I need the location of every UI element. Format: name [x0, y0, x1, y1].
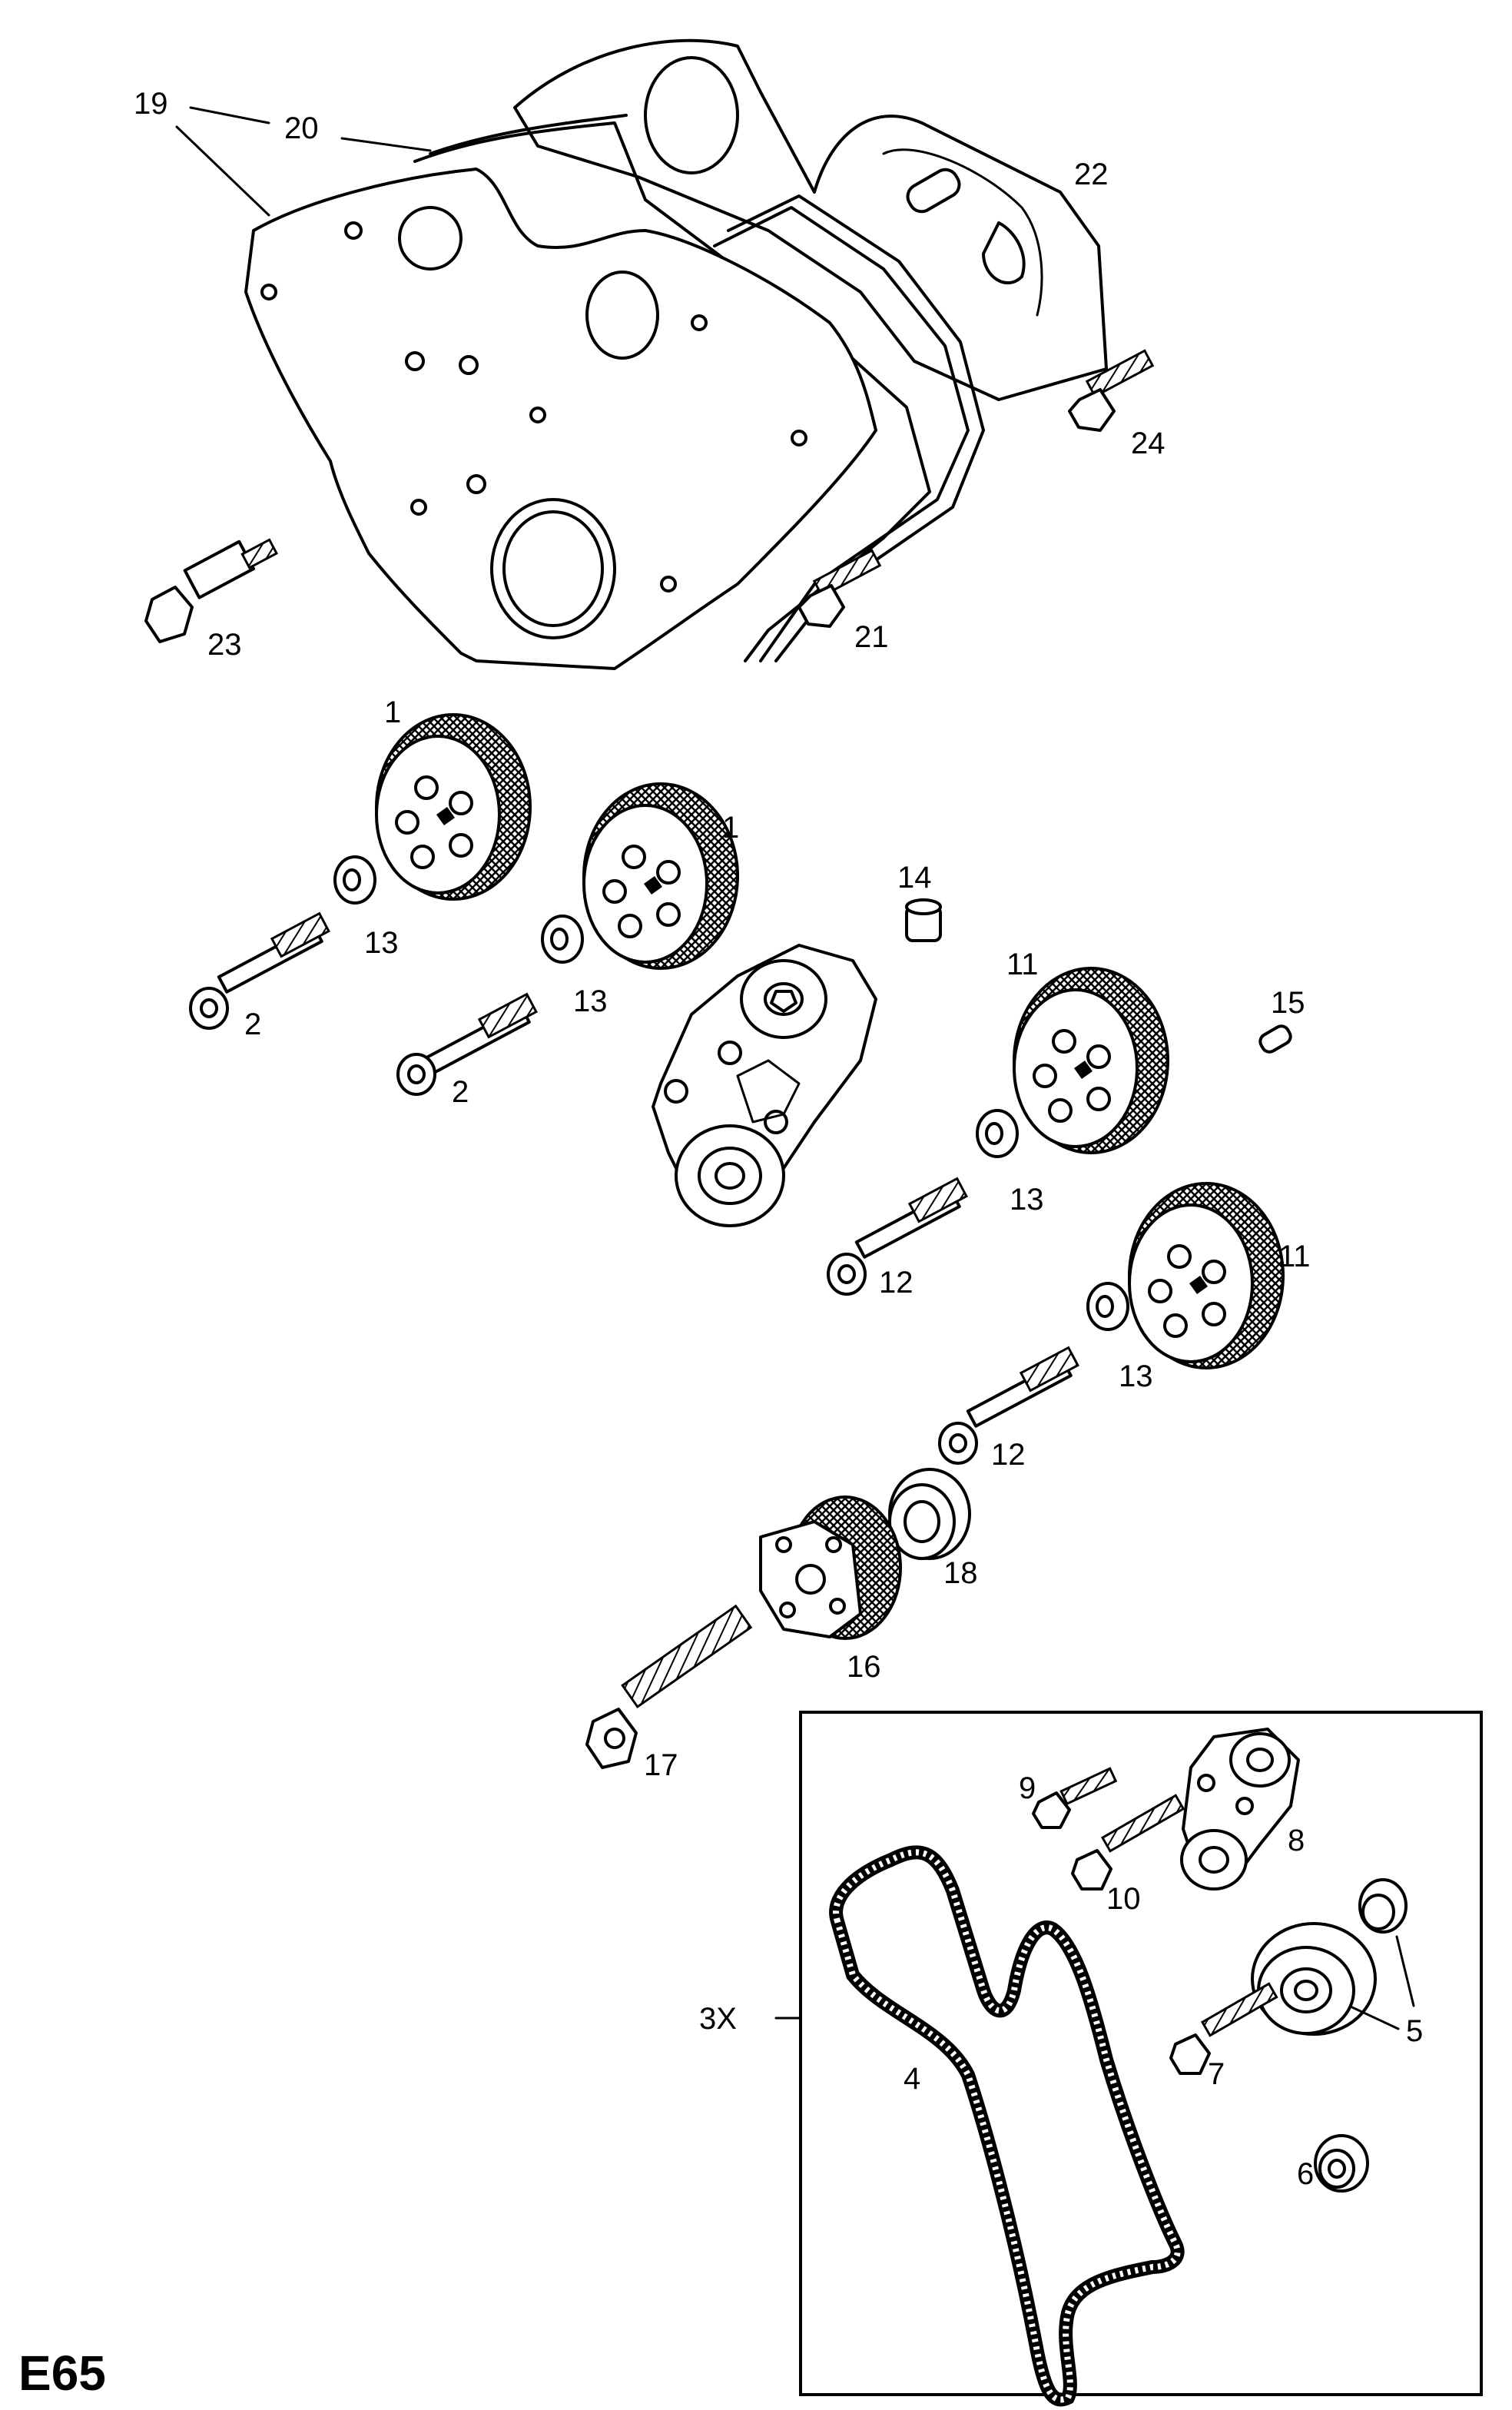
crankshaft-gear-16 — [759, 1495, 902, 1640]
pulley-cap-5 — [1358, 1878, 1408, 1934]
callout-1a: 1 — [384, 695, 401, 729]
callout-14: 14 — [897, 861, 932, 895]
callout-12a: 12 — [879, 1266, 914, 1300]
callout-15: 15 — [1271, 986, 1305, 1020]
page-code: E65 — [18, 2345, 106, 2401]
callout-1b: 1 — [722, 811, 739, 845]
callout-5: 5 — [1406, 2014, 1423, 2048]
shoulder-bolt-23 — [144, 538, 279, 643]
callout-13d: 13 — [1119, 1359, 1153, 1393]
camshaft-gear-11b — [1128, 1182, 1285, 1369]
washer-13a — [333, 855, 376, 905]
washer-13b — [541, 915, 584, 964]
callout-4: 4 — [904, 2062, 920, 2096]
callout-10: 10 — [1106, 1882, 1141, 1916]
callout-11b: 11 — [1278, 1240, 1311, 1273]
callout-13c: 13 — [1010, 1183, 1044, 1217]
camshaft-bolt-2a — [189, 911, 330, 1030]
callout-19: 19 — [134, 87, 168, 121]
dowel-15 — [1258, 1024, 1292, 1054]
callout-16: 16 — [847, 1650, 881, 1684]
idler-pulley-5 — [1251, 1922, 1377, 2036]
callout-20: 20 — [284, 111, 319, 145]
callout-21: 21 — [854, 620, 889, 654]
bolt-10 — [1071, 1794, 1185, 1890]
accessory-belt-inset-frame — [799, 1711, 1483, 2396]
pulley-bolt-7 — [1169, 1982, 1278, 2075]
callout-17: 17 — [644, 1748, 678, 1782]
callout-12b: 12 — [991, 1438, 1026, 1472]
camshaft-bolt-12b — [938, 1346, 1079, 1465]
washer-13d — [1086, 1282, 1129, 1331]
spacer-18 — [888, 1468, 971, 1560]
callout-13a: 13 — [364, 926, 399, 960]
callout-23: 23 — [207, 628, 242, 662]
callout-11a: 11 — [1006, 948, 1039, 981]
callout-8: 8 — [1288, 1824, 1305, 1857]
bolt-9 — [1032, 1767, 1118, 1829]
callout-6: 6 — [1297, 2157, 1314, 2191]
tensioner-8 — [1180, 1728, 1300, 1890]
callout-22: 22 — [1074, 158, 1109, 191]
cover-bolt-24 — [1068, 349, 1155, 432]
callout-labels: 19 20 22 24 21 23 1 1 13 13 2 2 14 15 11… — [134, 87, 1423, 2191]
belt-tensioner-assembly — [652, 944, 877, 1227]
cover-bolt-21 — [797, 549, 882, 628]
callout-3x: 3X — [699, 2002, 737, 2036]
ribbed-belt-4 — [829, 1845, 1185, 2407]
dowel-14 — [905, 898, 942, 942]
front-timing-cover — [244, 168, 877, 670]
leader-lines — [175, 106, 1415, 2030]
callout-13b: 13 — [573, 984, 608, 1018]
callout-9: 9 — [1019, 1771, 1036, 1805]
crankshaft-bolt-17 — [585, 1604, 753, 1769]
callout-2b: 2 — [452, 1075, 469, 1109]
camshaft-gear-1a — [375, 713, 532, 901]
camshaft-gear-11a — [1013, 967, 1169, 1154]
callout-7: 7 — [1208, 2057, 1225, 2091]
camshaft-bolt-12a — [827, 1177, 968, 1296]
callout-18: 18 — [943, 1556, 978, 1590]
washer-13c — [976, 1109, 1019, 1158]
camshaft-gear-1b — [582, 782, 739, 970]
callout-24: 24 — [1131, 427, 1166, 460]
pulley-cap-6 — [1314, 2134, 1369, 2193]
callout-2a: 2 — [244, 1007, 261, 1041]
camshaft-bolt-2b — [396, 992, 538, 1096]
